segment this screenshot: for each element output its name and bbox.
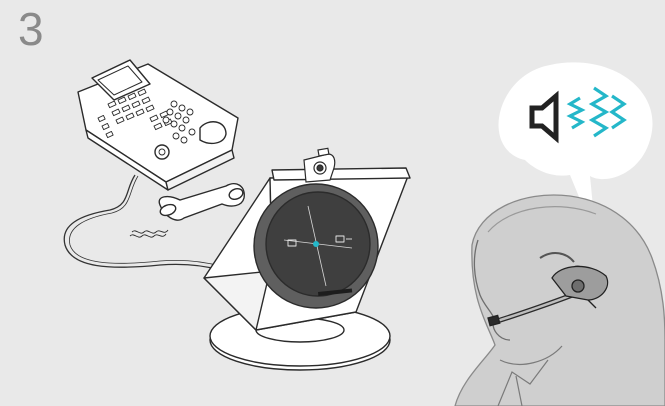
coil-spring bbox=[130, 230, 168, 237]
desk-phone bbox=[78, 60, 238, 190]
status-led bbox=[313, 241, 319, 247]
headset-cradle bbox=[304, 148, 335, 182]
handset bbox=[159, 184, 245, 220]
